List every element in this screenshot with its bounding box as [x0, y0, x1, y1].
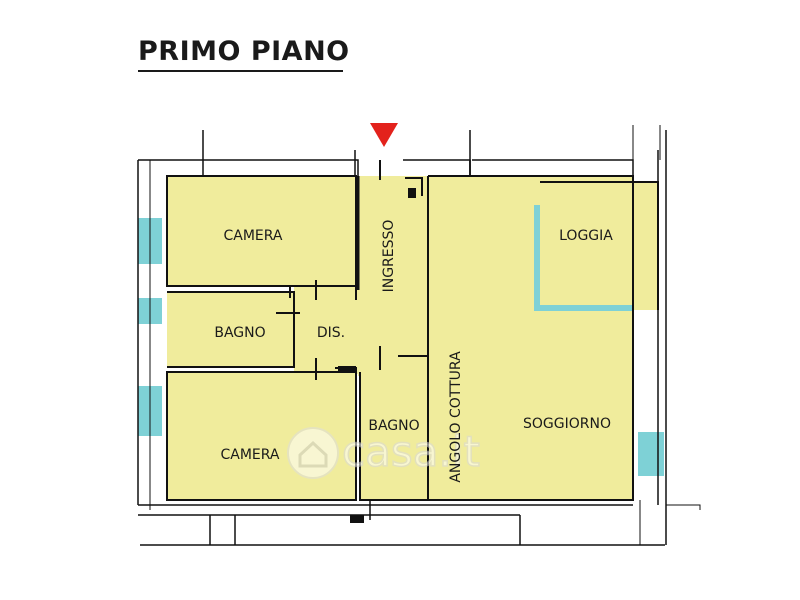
label-ingresso: INGRESSO: [381, 220, 397, 293]
title-underline: [138, 70, 343, 72]
room-fills: [167, 176, 658, 500]
watermark-logo: casa.it: [287, 426, 481, 479]
label-loggia: LOGGIA: [559, 228, 613, 244]
room-camera-top: [167, 176, 356, 286]
room-ingresso: [358, 176, 428, 376]
room-dis: [294, 280, 358, 374]
label-bagno-center: BAGNO: [368, 418, 419, 434]
window-right: [638, 432, 664, 476]
plan-title: PRIMO PIANO: [138, 36, 350, 67]
house-icon: [287, 427, 339, 479]
loggia-glass-left: [534, 205, 540, 309]
room-labels: CAMERA BAGNO DIS. CAMERA INGRESSO BAGNO …: [214, 220, 613, 483]
room-loggia: [540, 182, 658, 310]
wall-blocks: [338, 188, 416, 523]
walls: [137, 125, 701, 546]
label-soggiorno: SOGGIORNO: [523, 416, 611, 432]
svg-text:casa.it: casa.it: [342, 427, 480, 476]
label-bagno-left: BAGNO: [214, 325, 265, 341]
room-bagno-left: [167, 292, 294, 367]
label-camera-bottom: CAMERA: [220, 447, 279, 463]
entrance-arrow-icon: [370, 123, 398, 147]
label-camera-top: CAMERA: [223, 228, 282, 244]
room-bagno-center: [360, 372, 430, 500]
label-angolo-cottura: ANGOLO COTTURA: [448, 351, 464, 483]
label-dis: DIS.: [317, 325, 345, 341]
loggia-glass-bottom: [534, 305, 632, 311]
